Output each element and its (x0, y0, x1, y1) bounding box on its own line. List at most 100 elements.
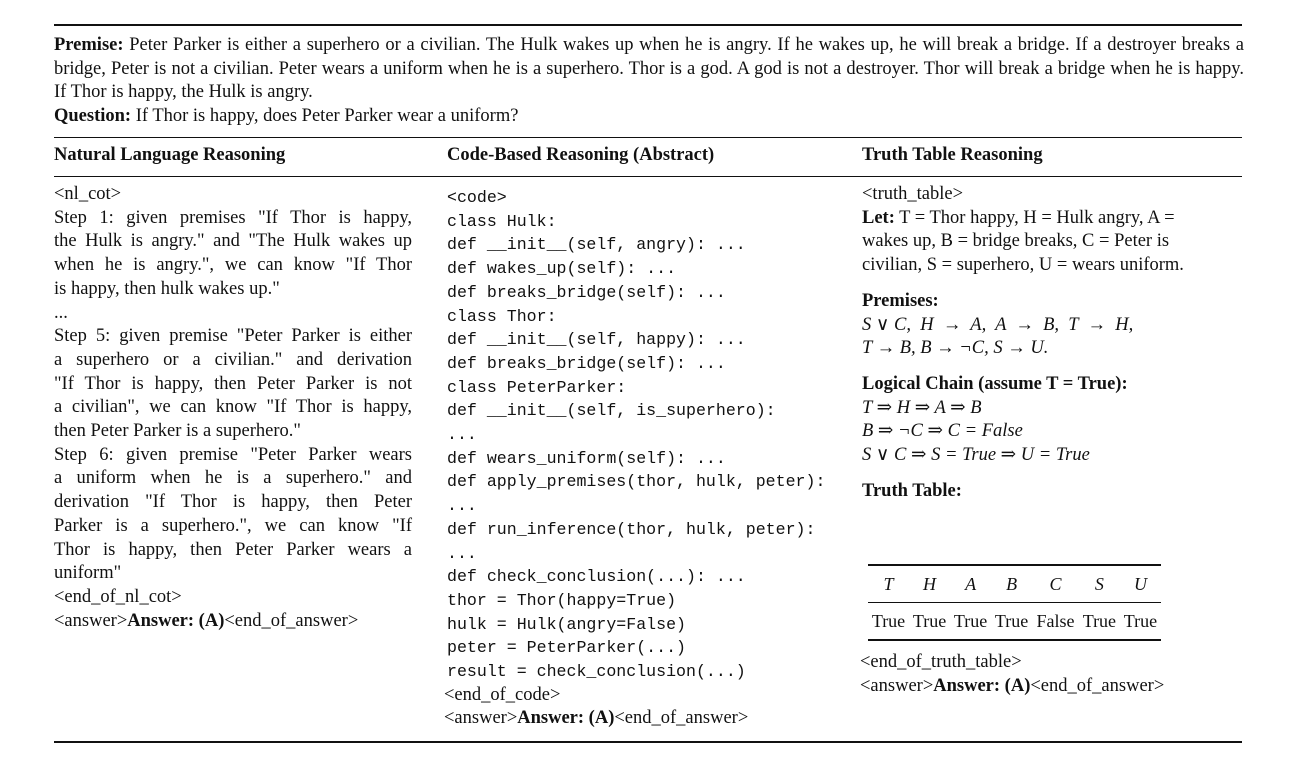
premise-text: Peter Parker is either a superhero or a … (54, 35, 1244, 102)
truth-table-cell: True (1119, 602, 1161, 641)
tt-column: <truth_table> Let: T = Thor happy, H = H… (862, 183, 1246, 503)
tt-tail: <end_of_truth_table> <answer>Answer: (A)… (860, 651, 1164, 698)
tt-answer: <answer>Answer: (A)<end_of_answer> (860, 675, 1164, 699)
nl-close-tag: <end_of_nl_cot> (54, 586, 182, 607)
answer-close-tag: <end_of_answer> (1030, 675, 1165, 696)
answer-open-tag: <answer> (860, 675, 934, 696)
truth-table-header-cell: U (1119, 564, 1161, 603)
truth-table-header-cell: A (950, 564, 992, 603)
question-text: If Thor is happy, does Peter Parker wear… (135, 105, 519, 126)
answer-close-tag: <end_of_answer> (224, 610, 359, 631)
code-line: ... (447, 543, 477, 563)
answer-label: Answer: (A) (127, 610, 225, 631)
code-line: def __init__(self, happy): ... (447, 330, 746, 350)
answer-close-tag: <end_of_answer> (614, 708, 749, 729)
code-line: ... (447, 425, 477, 445)
nl-open-tag: <nl_cot> (54, 184, 122, 204)
code-line: ... (447, 496, 477, 516)
code-open-tag: <code> (447, 188, 507, 207)
header-bottom-rule (54, 176, 1242, 177)
nl-column: <nl_cot> Step 1: given premises "If Thor… (54, 183, 412, 633)
nl-line: when he is angry.", we can know "If Thor (54, 255, 412, 276)
premise-block: Premise: Peter Parker is either a superh… (54, 34, 1244, 128)
truth-table-cell: True (909, 602, 951, 641)
chain-label: Logical Chain (assume T = True): (862, 373, 1128, 394)
premises-line: T → B, B → ¬C, S → U. (862, 338, 1049, 359)
nl-line: ... (54, 302, 68, 323)
header-code: Code-Based Reasoning (Abstract) (447, 145, 715, 165)
tt-open-tag: <truth_table> (862, 184, 964, 204)
nl-line: the Hulk is angry." and "The Hulk wakes … (54, 231, 412, 252)
code-line: def wakes_up(self): ... (447, 259, 677, 279)
code-line: def check_conclusion(...): ... (447, 567, 746, 587)
truth-table-cell: True (950, 602, 992, 641)
truth-table-header-cell: C (1032, 564, 1079, 603)
answer-label: Answer: (A) (933, 675, 1031, 696)
truth-table: T H A B C S U True True True True False … (868, 564, 1161, 641)
premise-label: Premise: (54, 35, 124, 55)
nl-answer: <answer>Answer: (A)<end_of_answer> (54, 610, 412, 634)
code-line: def __init__(self, angry): ... (447, 235, 746, 255)
code-column: <code> class Hulk: def __init__(self, an… (444, 186, 857, 731)
code-answer: <answer>Answer: (A)<end_of_answer> (444, 707, 857, 731)
nl-line: a superhero or a civilian." and derivati… (54, 349, 412, 370)
code-line: class PeterParker: (447, 377, 627, 397)
nl-line: is happy, then hulk wakes up." (54, 278, 280, 299)
code-close-tag: <end_of_code> (444, 684, 561, 705)
answer-label: Answer: (A) (517, 708, 615, 729)
nl-line: a uniform when he is a superhero." and (54, 468, 412, 489)
truth-table-header-cell: B (991, 564, 1033, 603)
answer-open-tag: <answer> (444, 708, 518, 729)
nl-line: Step 5: given premise "Peter Parker is e… (54, 326, 412, 347)
header-nl: Natural Language Reasoning (54, 145, 286, 165)
code-line: peter = PeterParker(...) (447, 638, 686, 658)
let-label: Let: (862, 207, 895, 228)
code-line: class Thor: (447, 306, 557, 326)
let-text: T = Thor happy, H = Hulk angry, A = (899, 207, 1175, 228)
question-label: Question: (54, 105, 132, 126)
chain-line: S ∨ C ⇒ S = True ⇒ U = True (862, 445, 1090, 466)
answer-open-tag: <answer> (54, 610, 128, 631)
code-line: def apply_premises(thor, hulk, peter): (447, 472, 826, 492)
code-line: def breaks_bridge(self): ... (447, 353, 726, 373)
code-line: class Hulk: (447, 211, 557, 231)
question-paragraph: Question: If Thor is happy, does Peter P… (54, 105, 1244, 129)
tt-let-line: Let: T = Thor happy, H = Hulk angry, A = (862, 207, 1246, 231)
truth-table-header-cell: T (868, 564, 910, 603)
header-top-rule (54, 137, 1242, 138)
code-line: def breaks_bridge(self): ... (447, 282, 726, 302)
truth-table-header-cell: H (909, 564, 951, 603)
nl-line: Parker is a superhero.", we can know "If (54, 515, 412, 536)
nl-line: Step 1: given premises "If Thor is happy… (54, 207, 412, 228)
truth-table-row: True True True True False True True (868, 602, 1161, 641)
code-line: def wears_uniform(self): ... (447, 448, 726, 468)
nl-line: Thor is happy, then Peter Parker wears a (54, 539, 412, 560)
truth-table-cell: True (991, 602, 1033, 641)
code-line: result = check_conclusion(...) (447, 662, 746, 682)
code-line: thor = Thor(happy=True) (447, 590, 677, 610)
code-line: hulk = Hulk(angry=False) (447, 614, 686, 634)
truth-table-header-cell: S (1078, 564, 1120, 603)
nl-line: then Peter Parker is a superhero." (54, 421, 301, 442)
nl-line: a civilian", we can know "If Thor is hap… (54, 397, 412, 418)
truth-table-cell: False (1032, 602, 1079, 641)
tt-close-tag: <end_of_truth_table> (860, 652, 1022, 672)
premises-line: S ∨ C, H → A, A → B, T → H, (862, 314, 1134, 335)
code-line: def run_inference(thor, hulk, peter): (447, 519, 816, 539)
premise-paragraph: Premise: Peter Parker is either a superh… (54, 34, 1244, 105)
truth-table-cell: True (1078, 602, 1120, 641)
header-tt: Truth Table Reasoning (862, 145, 1043, 165)
nl-line: Step 6: given premise "Peter Parker wear… (54, 444, 412, 465)
bottom-rule (54, 741, 1242, 743)
top-rule (54, 24, 1242, 26)
chain-line: T ⇒ H ⇒ A ⇒ B (862, 397, 982, 418)
truth-table-header-row: T H A B C S U (868, 564, 1161, 603)
chain-line: B ⇒ ¬C ⇒ C = False (862, 421, 1023, 442)
tt-let-line: wakes up, B = bridge breaks, C = Peter i… (862, 231, 1170, 252)
code-line: def __init__(self, is_superhero): (447, 401, 776, 421)
nl-line: derivation "If Thor is happy, then Peter (54, 492, 412, 513)
table-label: Truth Table: (862, 480, 962, 501)
nl-line: "If Thor is happy, then Peter Parker is … (54, 373, 412, 394)
tt-let-line: civilian, S = superhero, U = wears unifo… (862, 255, 1184, 276)
nl-line: uniform" (54, 563, 122, 584)
